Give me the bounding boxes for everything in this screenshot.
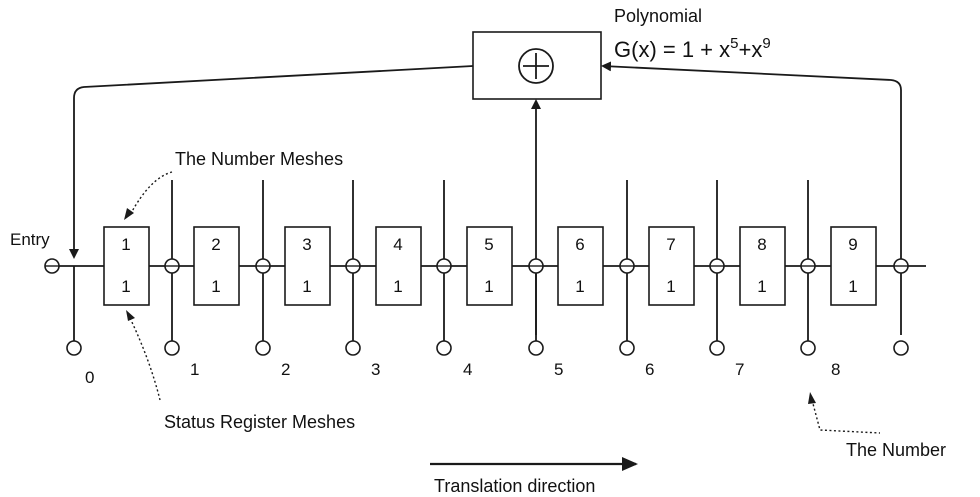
register-cell: 5 1	[466, 226, 513, 306]
tap-0	[66, 266, 82, 356]
the-number-label: The Number	[846, 440, 946, 460]
cell-index: 7	[666, 235, 675, 254]
xor-circle	[518, 48, 554, 84]
polynomial-formula: G(x) = 1 + x5+x9	[614, 35, 771, 62]
register-cell: 7 1	[648, 226, 695, 306]
output-label: 4	[463, 360, 472, 379]
cell-value: 1	[757, 277, 766, 296]
polynomial-title: Polynomial	[614, 6, 702, 26]
cell-index: 6	[575, 235, 584, 254]
number-meshes-arrowhead	[124, 208, 134, 220]
tap-1	[164, 180, 180, 356]
register-cell: 4 1	[375, 226, 422, 306]
tap-7	[709, 180, 725, 356]
cell-index: 8	[757, 235, 766, 254]
number-meshes-pointer	[129, 171, 173, 216]
cell-value: 1	[575, 277, 584, 296]
cell-index: 9	[848, 235, 857, 254]
cell-index: 2	[211, 235, 220, 254]
translation-direction-label: Translation direction	[434, 476, 595, 496]
tap-2	[255, 180, 271, 356]
entry-label: Entry	[10, 230, 50, 249]
tap-3	[345, 180, 361, 356]
status-register-label: Status Register Meshes	[164, 412, 355, 432]
the-number-arrowhead	[808, 392, 816, 404]
tap-6	[619, 180, 635, 356]
cell-index: 4	[393, 235, 402, 254]
tap-line-9	[601, 61, 902, 335]
tap-8	[800, 180, 816, 356]
cell-value: 1	[393, 277, 402, 296]
output-label: 8	[831, 360, 840, 379]
cell-value: 1	[484, 277, 493, 296]
the-number-pointer	[811, 399, 881, 434]
cell-index: 1	[121, 235, 130, 254]
feedback-line	[69, 65, 474, 259]
output-label: 6	[645, 360, 654, 379]
cell-value: 1	[848, 277, 857, 296]
cell-value: 1	[302, 277, 311, 296]
number-meshes-label: The Number Meshes	[175, 149, 343, 169]
cell-value: 1	[121, 277, 130, 296]
register-cell: 6 1	[557, 226, 604, 306]
cell-index: 3	[302, 235, 311, 254]
output-label: 7	[735, 360, 744, 379]
register-cell: 9 1	[830, 226, 877, 306]
cell-value: 1	[211, 277, 220, 296]
status-register-arrowhead	[126, 310, 135, 321]
output-label: 2	[281, 360, 290, 379]
register-cell: 1 1	[103, 226, 150, 306]
cell-value: 1	[666, 277, 675, 296]
register-cell: 8 1	[739, 226, 786, 306]
output-label: 1	[190, 360, 199, 379]
register-cell: 3 1	[284, 226, 331, 306]
status-register-pointer	[129, 317, 161, 401]
output-label: 3	[371, 360, 380, 379]
output-label: 0	[85, 368, 94, 387]
tap-5	[528, 258, 544, 356]
register-cell: 2 1	[193, 226, 240, 306]
tap-4	[436, 180, 452, 356]
output-label: 5	[554, 360, 563, 379]
cell-index: 5	[484, 235, 493, 254]
